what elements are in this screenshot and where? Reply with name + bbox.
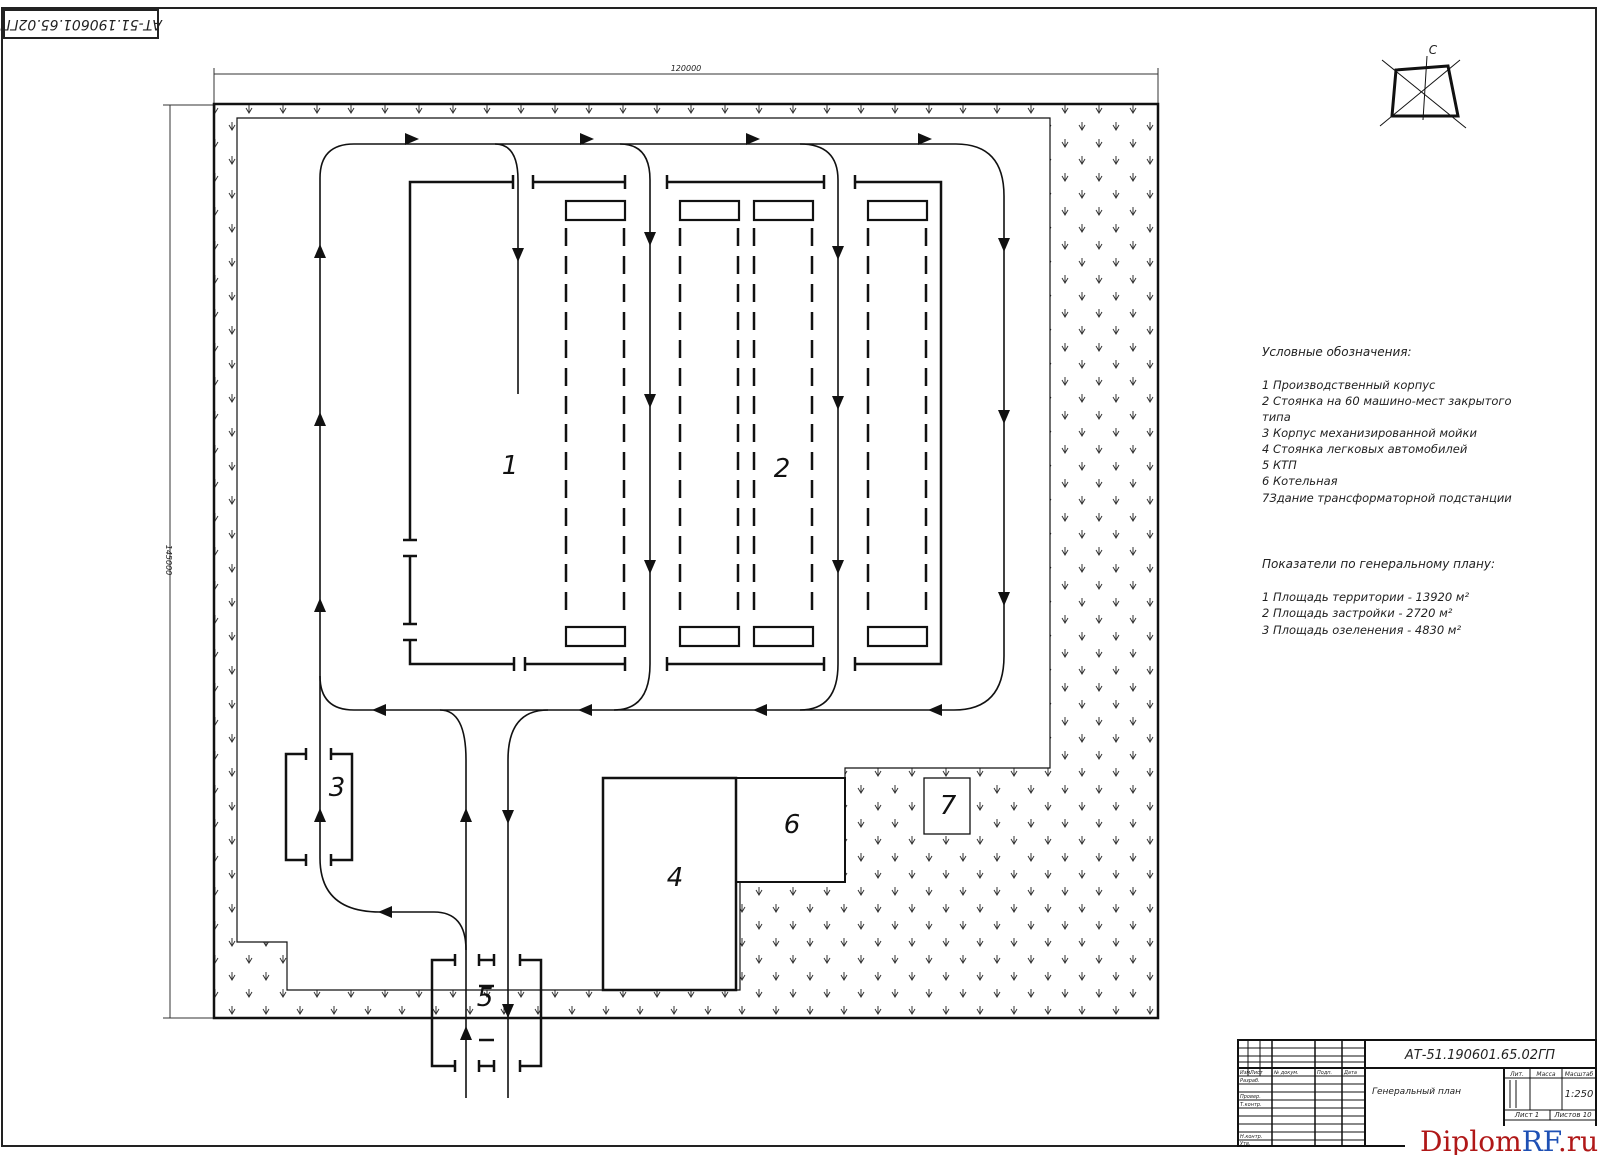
tb-row: № докум.: [1273, 1070, 1299, 1076]
tb-row: Провер.: [1240, 1094, 1261, 1100]
legend-item: 5 КТП: [1262, 458, 1297, 472]
title-block-row-labels: Изм. Лист № докум. Подп. Дата Разраб. Пр…: [1240, 1070, 1357, 1147]
legend-item: типа: [1262, 410, 1291, 424]
tb-row: Т.контр.: [1240, 1102, 1262, 1108]
title-block-scale: 1:250: [1565, 1089, 1594, 1100]
title-block-code: АТ-51.190601.65.02ГП: [1404, 1048, 1555, 1063]
legend: Условные обозначения: 1 Производственный…: [1262, 345, 1512, 505]
legend-item: 7Здание трансформаторной подстанции: [1262, 491, 1512, 505]
watermark-text: DiplomRF.ru: [1420, 1125, 1598, 1155]
sheet-frame: [1, 7, 1597, 1147]
legend-item: 4 Стоянка легковых автомобилей: [1262, 442, 1468, 456]
dimension-lines: [163, 68, 1159, 1019]
car-wash-building: [284, 748, 354, 866]
direction-arrows: [314, 133, 1010, 1040]
car-parking-building: [601, 776, 738, 992]
indicator-item: 3 Площадь озеленения - 4830 м²: [1262, 623, 1461, 637]
north-arrow-icon: [1379, 55, 1467, 129]
transformer-substation: [923, 777, 971, 835]
indicator-item: 2 Площадь застройки - 2720 м²: [1262, 606, 1453, 620]
tb-row: Дата: [1343, 1070, 1357, 1076]
legend-item: 3 Корпус механизированной мойки: [1262, 426, 1477, 440]
watermark: DiplomRF.ru: [1405, 1125, 1598, 1155]
indicator-item: 1 Площадь территории - 13920 м²: [1262, 590, 1469, 604]
watermark-part2: RF: [1522, 1125, 1562, 1155]
tb-row: Изм.: [1240, 1070, 1252, 1076]
corner-stamp: АТ-51.190601.65.02ГП: [0, 9, 163, 39]
zone-label-7: 7: [940, 791, 957, 821]
zone-label-3: 3: [329, 773, 346, 803]
site-indicators: Показатели по генеральному плану: 1 Площ…: [1262, 557, 1495, 637]
dimension-width: 120000: [671, 64, 702, 73]
tb-row: Разраб.: [1240, 1078, 1260, 1084]
title-block-scale-header: Масштаб: [1565, 1071, 1594, 1078]
boiler-house: [736, 777, 846, 883]
indicators-title: Показатели по генеральному плану:: [1262, 557, 1495, 571]
legend-item: 2 Стоянка на 60 машино-мест закрытого: [1262, 394, 1512, 408]
title-block-mass: Масса: [1536, 1071, 1555, 1078]
closed-parking-building: [665, 175, 943, 671]
compass-label: С: [1429, 43, 1438, 57]
tb-row: Утв.: [1240, 1141, 1251, 1147]
zone-label-1: 1: [502, 451, 519, 481]
tb-row: Лист: [1249, 1070, 1264, 1076]
zone-label-6: 6: [784, 810, 801, 840]
title-block-sheets: Листов 10: [1553, 1111, 1592, 1119]
title-block-sheet: Лист 1: [1514, 1111, 1539, 1119]
tb-row: Н.контр.: [1240, 1134, 1262, 1140]
production-building: [403, 175, 627, 671]
corner-stamp-code: АТ-51.190601.65.02ГП: [0, 16, 163, 32]
title-block-lit: Лит.: [1509, 1071, 1524, 1078]
watermark-part3: .ru: [1558, 1125, 1598, 1155]
traffic-routes: [319, 143, 1005, 1098]
zone-label-4: 4: [667, 863, 684, 893]
checkpoint-building: [430, 954, 543, 1072]
title-block: [1237, 1039, 1597, 1147]
greenery-area: [215, 105, 1157, 1017]
legend-item: 1 Производственный корпус: [1262, 378, 1436, 392]
legend-title: Условные обозначения:: [1262, 345, 1412, 359]
tb-row: Подп.: [1317, 1070, 1332, 1076]
dimension-height: 145000: [164, 545, 173, 576]
zone-label-2: 2: [774, 454, 791, 484]
zone-label-5: 5: [477, 983, 494, 1013]
legend-item: 6 Котельная: [1262, 474, 1338, 488]
watermark-part1: Diplom: [1420, 1125, 1522, 1155]
title-block-name: Генеральный план: [1372, 1087, 1461, 1097]
